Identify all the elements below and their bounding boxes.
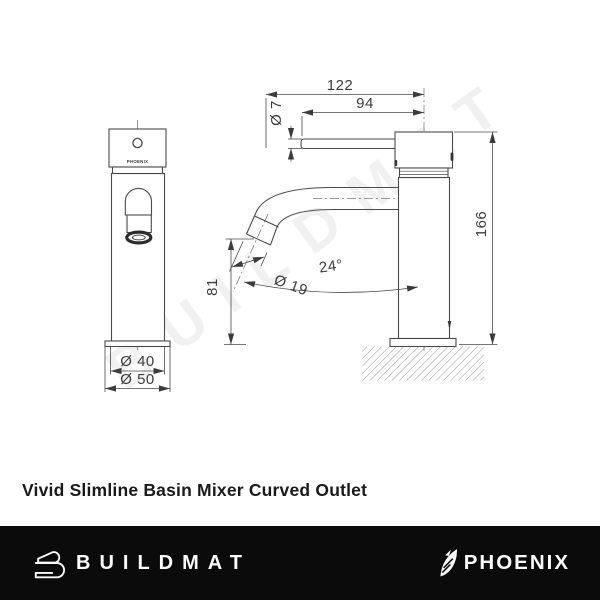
phoenix-logo-text: PHOENIX [463,551,570,574]
dim-base-diameter-label: Ø 50 [120,371,155,388]
side-base-plate [389,337,457,348]
side-neck-band [398,167,449,179]
side-spout-end-face [246,233,271,246]
buildmat-brand: BUILDMAT [30,547,251,579]
dim-lever-length-label: 94 [356,95,374,112]
front-view [104,128,171,348]
front-outlet-inner [131,234,146,241]
side-view [245,131,457,348]
dim-total-height-label: 166 [473,211,490,238]
dim-outlet-angle-label: 24° [318,256,344,276]
dim-lever-diameter-label: Ø 7 [268,100,285,126]
front-head-button [132,137,143,149]
front-spout-dome [124,187,153,216]
body-edge-tick [447,321,452,330]
buildmat-logo-text: BUILDMAT [76,551,251,574]
dim-outlet-height-label: 81 [204,278,221,296]
bench-hatch-block [362,346,484,381]
side-lever-rod [300,138,398,150]
side-spout-outer-edge [245,186,399,235]
dimension-lines [104,91,498,392]
side-spout-inner-edge [269,208,399,246]
side-head [394,131,454,169]
dim-spout-reach-label: 122 [327,77,354,94]
dim-body-diameter-label: Ø 40 [120,353,155,370]
front-spout-lower [126,214,152,234]
front-neck-band [111,166,164,175]
centerlines [137,88,425,352]
buildmat-logo-icon [34,551,65,579]
side-head-indicator-pin [450,152,454,161]
side-head-indicator-pin [394,160,398,166]
product-title: Vivid Slimline Basin Mixer Curved Outlet [22,480,368,500]
side-body [397,176,451,340]
footer-bar: BUILDMAT PHOENIX [0,526,600,600]
phoenix-logo-icon [440,548,457,576]
dim-outlet-diameter-label: Ø 19 [272,272,310,300]
technical-drawing: PHOENIX [104,77,498,392]
side-spout-collar-line [254,215,279,228]
phoenix-brand: PHOENIX [438,548,570,579]
front-base-flange [104,340,171,348]
front-head-brand-label: PHOENIX [127,159,149,164]
